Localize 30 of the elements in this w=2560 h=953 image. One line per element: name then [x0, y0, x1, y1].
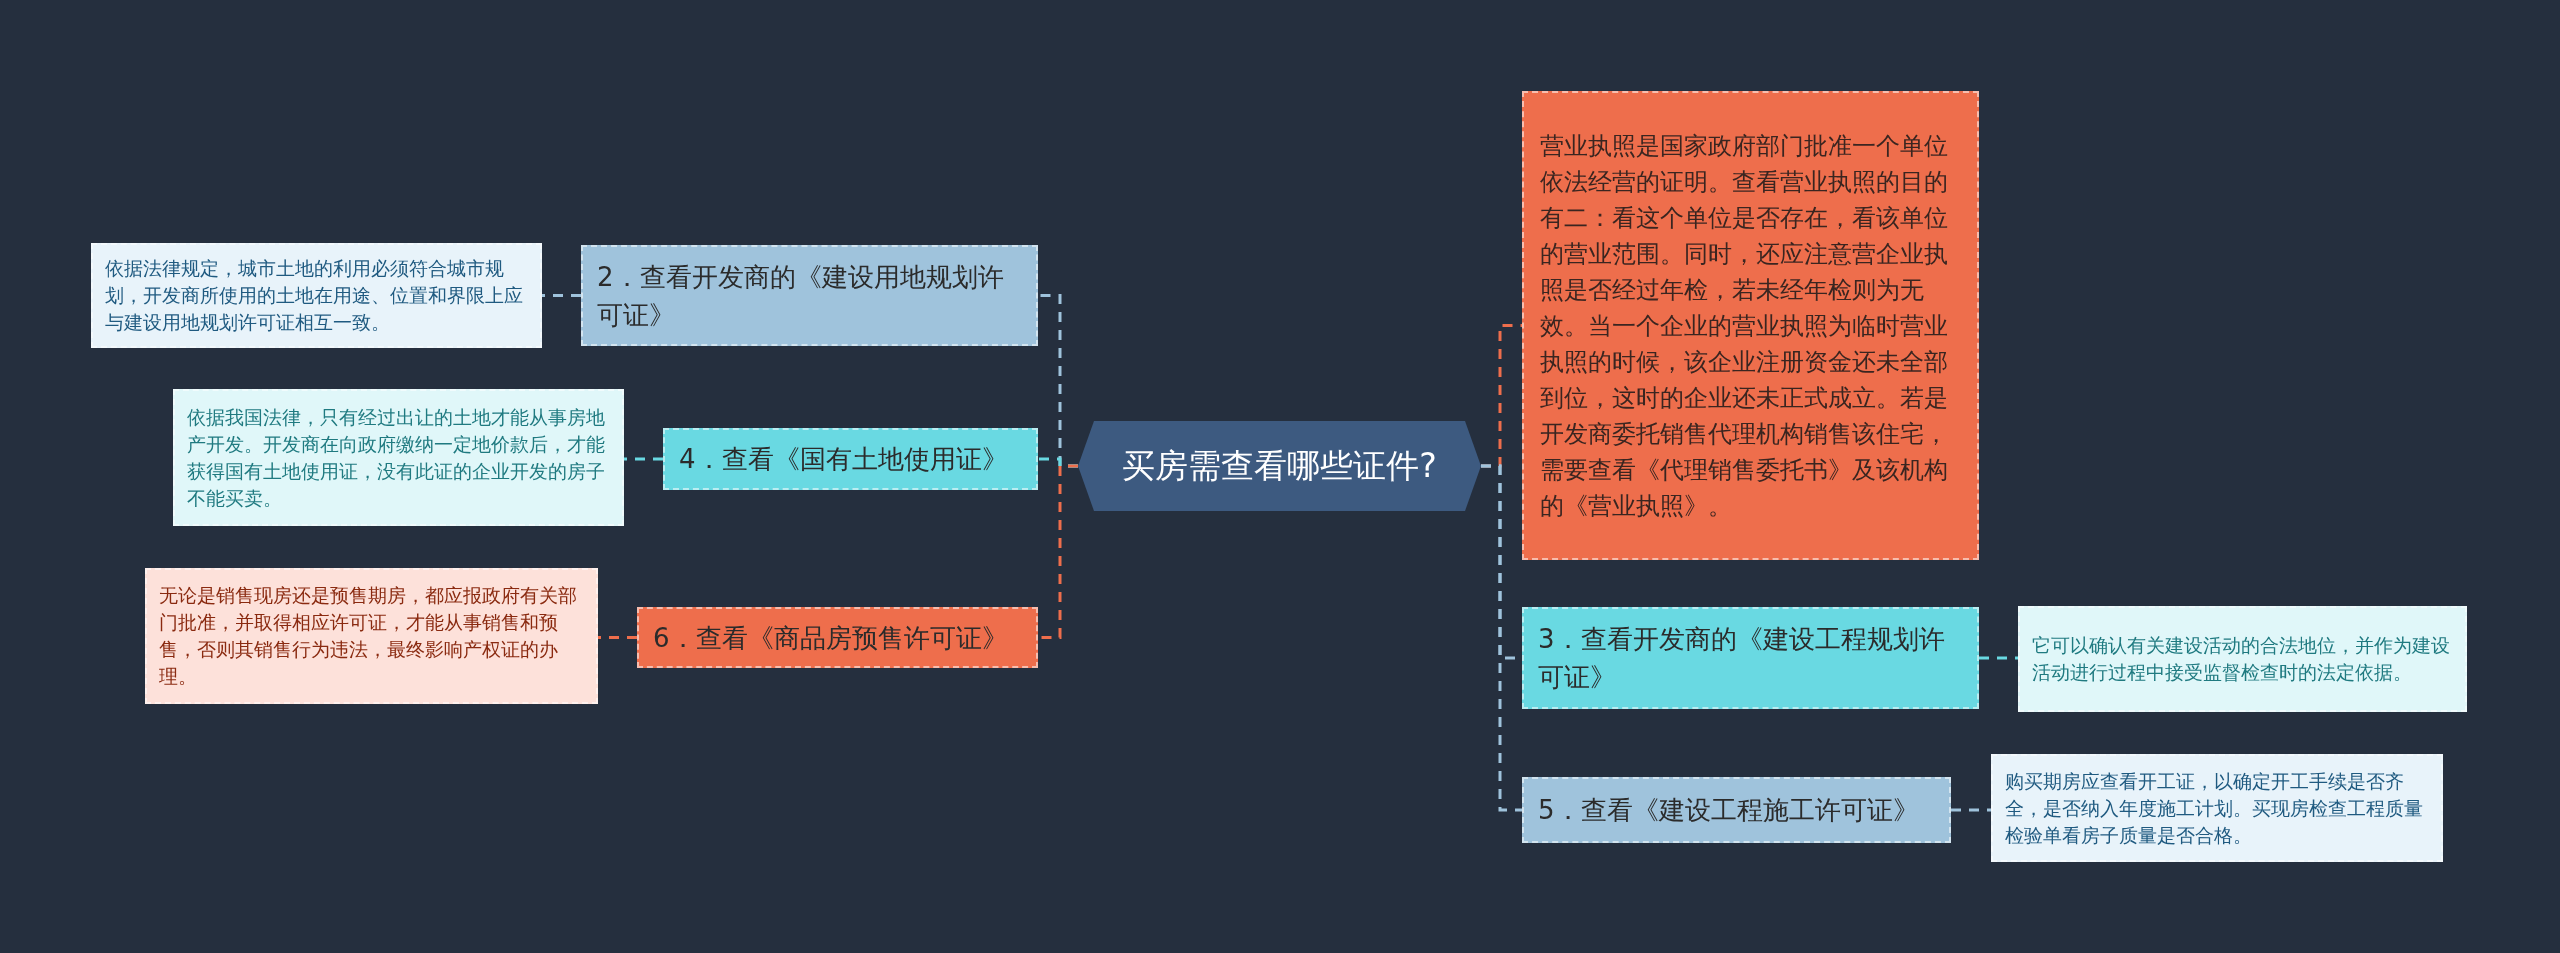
connector: [1951, 808, 1991, 812]
topic-box: [637, 607, 1038, 668]
topic-box: [1522, 777, 1951, 843]
connector: [1481, 464, 1522, 812]
note-box: [1522, 91, 1979, 560]
connector: [598, 636, 637, 639]
connector: [624, 457, 663, 461]
note-box: [2018, 606, 2467, 712]
note-box: [173, 389, 624, 526]
connector: [1979, 656, 2018, 660]
note-text: 它可以确认有关建设活动的合法地位，并作为建设活动进行过程中接受监督检查时的法定依据。: [2032, 633, 2451, 685]
note-box: [1991, 754, 2443, 862]
topic-label: 4．查看《国有土地使用证》: [679, 443, 1008, 476]
topic-label: 2．查看开发商的《建设用地规划许可证》: [597, 260, 1005, 332]
note-text: 依据法律规定，城市土地的利用必须符合城市规划，开发商所使用的土地在用途、位置和界限上应与建设用地规划许可证相互一致。: [105, 256, 524, 335]
note-box: [91, 243, 542, 348]
topic-box: [581, 245, 1038, 346]
topic-box: [663, 428, 1038, 490]
topic-title: 买房需查看哪些证件?: [1122, 444, 1437, 487]
note-text: 营业执照是国家政府部门批准一个单位依法经营的证明。查看营业执照的目的有二：看这个单位是否存在，看该单位的营业范围。同时，还应注意营企业执照是否经过年检，若未经年检则为无效。当一个企业的营业执照为临时营业执照的时候，该企业注册资金还未全部到位，这时的企业还未正式成立。若是开发商委托销售代理机构销售该住宅，需要查看《代理销售委托书》及该机构的《营业执照》。: [1540, 130, 1949, 522]
topic-label: 5．查看《建设工程施工许可证》: [1538, 794, 1919, 827]
connector: [542, 294, 581, 297]
topic-label: 6．查看《商品房预售许可证》: [653, 621, 1008, 655]
note-text: 依据我国法律，只有经过出让的土地才能从事房地产开发。开发商在向政府缴纳一定地价款后，才能获得国有土地使用证，没有此证的企业开发的房子不能买卖。: [187, 404, 606, 511]
note-text: 购买期房应查看开工证，以确定开工手续是否齐全，是否纳入年度施工计划。买现房检查工程质量检验单看房子质量是否合格。: [2005, 768, 2424, 848]
central-topic: [1078, 421, 1481, 511]
note-box: [145, 568, 598, 704]
topic-label: 3．查看开发商的《建设工程规划许可证》: [1538, 623, 1946, 694]
note-text: 无论是销售现房还是预售期房，都应报政府有关部门批准，并取得相应许可证，才能从事销售和预售，否则其销售行为违法，最终影响产权证的办理。: [159, 583, 578, 689]
topic-box: [1522, 607, 1979, 709]
